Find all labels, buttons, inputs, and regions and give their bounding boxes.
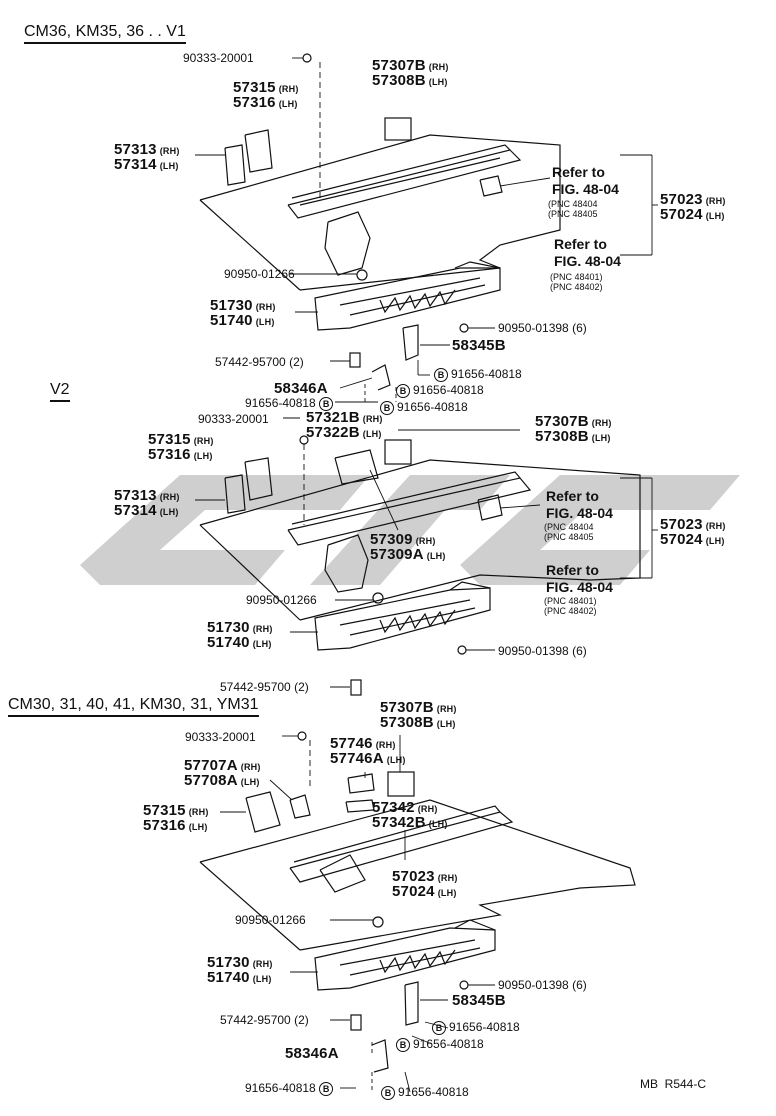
v2-bracket-shapes: [224, 435, 503, 696]
v2-part-90950-01398: 90950-01398 (6): [498, 644, 587, 658]
v1-part-91656-40818-c: 91656-40818 B: [245, 397, 336, 411]
v1-rocker-sill: [314, 261, 501, 331]
base-leader-lines: [220, 735, 495, 1093]
base-part-58346A: 58346A: [285, 1045, 339, 1062]
section-title-v2: V2: [50, 381, 70, 402]
bolt-mark-icon: B: [380, 401, 394, 415]
bolt-mark-icon: B: [319, 397, 334, 411]
v2-part-57023-57024: 57023(RH) 57024(LH): [660, 516, 726, 548]
v2-part-57309-57309A: 57309(RH) 57309A(LH): [370, 531, 446, 563]
bolt-mark-icon: B: [381, 1086, 395, 1100]
section-title-v1: CM36, KM35, 36 . . V1: [24, 23, 186, 44]
v2-part-51730-51740: 51730(RH) 51740(LH): [207, 619, 273, 651]
v2-part-57321B-57322B: 57321B(RH) 57322B(LH): [306, 409, 383, 441]
v1-refer-to-fig-48-04-b: Refer to FIG. 48-04: [554, 236, 621, 269]
base-part-58345B: 58345B: [452, 992, 506, 1009]
v2-pnc-48401-48402: (PNC 48401) (PNC 48402): [544, 596, 597, 616]
v1-part-51730-51740: 51730(RH) 51740(LH): [210, 297, 276, 329]
v2-leader-lines: [195, 417, 658, 688]
v2-refer-to-fig-48-04-b: Refer to FIG. 48-04: [546, 562, 613, 595]
bolt-mark-icon: B: [319, 1082, 334, 1096]
base-part-57023-57024: 57023(RH) 57024(LH): [392, 868, 458, 900]
base-part-57315-57316: 57315(RH) 57316(LH): [143, 802, 209, 834]
v1-part-57442-95700: 57442-95700 (2): [215, 355, 304, 369]
v1-bracket-shapes: [224, 53, 503, 391]
v1-part-90333-20001: 90333-20001: [183, 51, 254, 65]
v1-part-90950-01398: 90950-01398 (6): [498, 321, 587, 335]
v1-part-57313-57314: 57313(RH) 57314(LH): [114, 141, 180, 173]
v1-part-57023-57024: 57023(RH) 57024(LH): [660, 191, 726, 223]
base-part-90333-20001: 90333-20001: [185, 730, 256, 744]
base-part-57442-95700: 57442-95700 (2): [220, 1013, 309, 1027]
base-part-57746-57746A: 57746(RH) 57746A(LH): [330, 735, 406, 767]
v1-pnc-48404-48405: (PNC 48404 (PNC 48405: [548, 199, 598, 219]
bolt-mark-icon: B: [434, 368, 448, 382]
base-bracket-shapes: [245, 731, 469, 1073]
base-floor-outline: [199, 799, 636, 951]
v1-part-58345B: 58345B: [452, 337, 506, 354]
v1-part-57307B-57308B: 57307B(RH) 57308B(LH): [372, 57, 449, 89]
base-part-57307B-57308B: 57307B(RH) 57308B(LH): [380, 699, 457, 731]
v2-refer-to-fig-48-04-a: Refer to FIG. 48-04: [546, 488, 613, 521]
v1-rear-floor-crossmember: [287, 144, 522, 219]
v2-part-57315-57316: 57315(RH) 57316(LH): [148, 431, 214, 463]
watermark-logo: [80, 475, 740, 585]
v2-rocker-sill: [314, 581, 491, 651]
bolt-mark-icon: B: [396, 384, 410, 398]
v2-part-90950-01266: 90950-01266: [246, 593, 317, 607]
v1-leader-lines: [195, 57, 658, 403]
base-part-57707A-57708A: 57707A(RH) 57708A(LH): [184, 757, 261, 789]
footer-code: MB R544-C: [640, 1077, 707, 1091]
v1-floor-outline: [199, 134, 561, 291]
v2-part-57442-95700: 57442-95700 (2): [220, 680, 309, 694]
v1-pnc-48401-48402: (PNC 48401) (PNC 48402): [550, 272, 603, 292]
v1-part-90950-01266: 90950-01266: [224, 267, 295, 281]
base-part-91656-40818-c: 91656-40818 B: [245, 1082, 336, 1096]
section-title-base: CM30, 31, 40, 41, KM30, 31, YM31: [8, 696, 259, 717]
base-rear-floor-crossmember: [289, 805, 514, 893]
v1-refer-to-fig-48-04-a: Refer to FIG. 48-04: [552, 164, 619, 197]
v2-pnc-48404-48405: (PNC 48404 (PNC 48405: [544, 522, 594, 542]
base-part-90950-01398: 90950-01398 (6): [498, 978, 587, 992]
bolt-mark-icon: B: [432, 1021, 446, 1035]
v2-part-57313-57314: 57313(RH) 57314(LH): [114, 487, 180, 519]
base-rocker-sill: [314, 919, 496, 991]
base-part-90950-01266: 90950-01266: [235, 913, 306, 927]
v1-part-58346A: 58346A: [274, 380, 328, 397]
v1-part-57315-57316: 57315(RH) 57316(LH): [233, 79, 299, 111]
base-part-51730-51740: 51730(RH) 51740(LH): [207, 954, 273, 986]
v2-part-90333-20001: 90333-20001: [198, 412, 269, 426]
base-part-57342-57342B: 57342(RH) 57342B(LH): [372, 799, 448, 831]
v2-rear-floor-crossmember: [287, 471, 532, 546]
bolt-mark-icon: B: [396, 1038, 410, 1052]
v2-part-57307B-57308B: 57307B(RH) 57308B(LH): [535, 413, 612, 445]
